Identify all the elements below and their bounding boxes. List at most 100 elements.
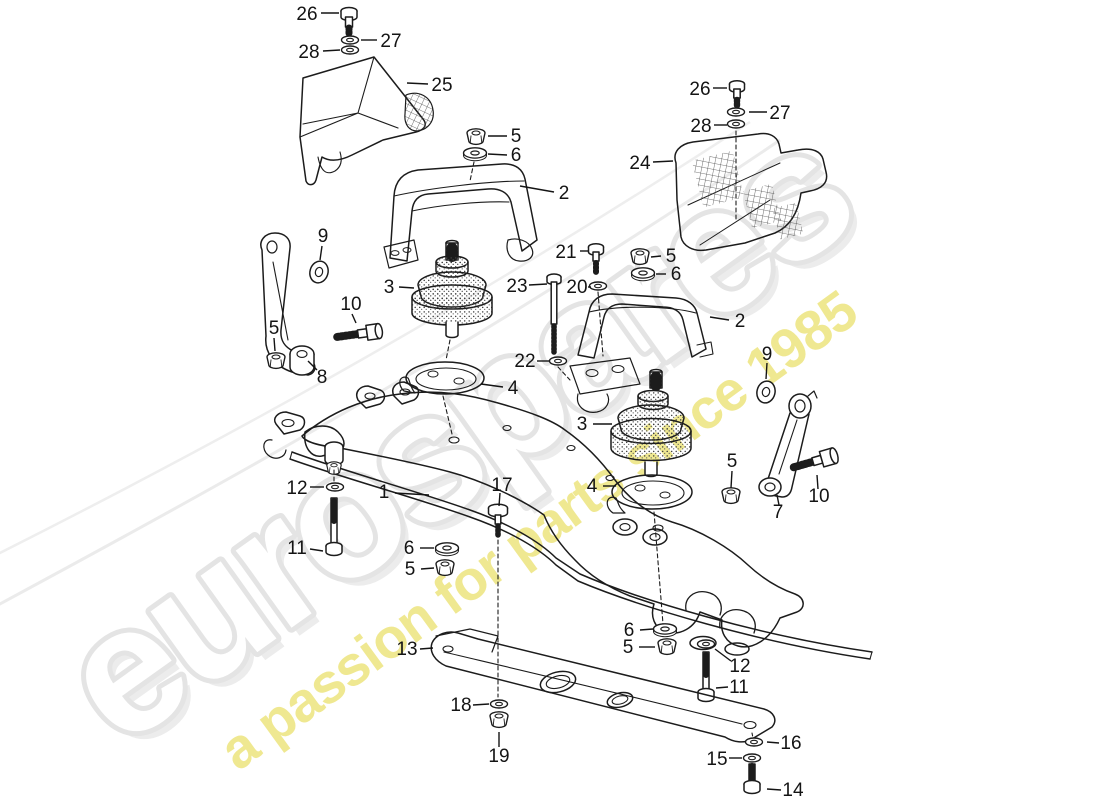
- callout-5f[interactable]: 5: [623, 637, 655, 658]
- callout-26[interactable]: 26: [296, 4, 339, 25]
- callouts: 26 27 28 25 5 6 2 9 10 5 8 3 4 26 27 28 …: [269, 4, 830, 800]
- callout-6b[interactable]: 6: [656, 264, 681, 285]
- callout-4-left[interactable]: 4: [480, 378, 519, 399]
- callout-23[interactable]: 23: [506, 276, 548, 297]
- callout-6a[interactable]: 6: [487, 145, 522, 166]
- callout-5e[interactable]: 5: [405, 559, 435, 580]
- nut-5-right: [657, 638, 677, 656]
- callout-18[interactable]: 18: [450, 695, 490, 716]
- svg-text:5: 5: [727, 451, 738, 472]
- callout-24[interactable]: 24: [629, 153, 674, 174]
- callout-28[interactable]: 28: [298, 42, 341, 63]
- nut-5-arm-left: [266, 352, 286, 370]
- part-torque-arm-right: [758, 390, 818, 498]
- callout-3-right[interactable]: 3: [577, 414, 612, 435]
- callout-13[interactable]: 13: [396, 639, 434, 660]
- svg-text:3: 3: [577, 414, 588, 435]
- bolt-11-left: [325, 497, 343, 557]
- callout-5c[interactable]: 5: [650, 246, 677, 267]
- watermark-swoosh: [0, 120, 751, 555]
- callout-5b[interactable]: 5: [269, 318, 280, 352]
- callout-15[interactable]: 15: [706, 749, 742, 770]
- svg-text:6: 6: [624, 620, 635, 641]
- washer-27-right: [726, 107, 746, 117]
- svg-text:19: 19: [488, 746, 509, 767]
- nut-5-shield: [630, 248, 650, 266]
- callout-5a[interactable]: 5: [488, 126, 521, 147]
- svg-text:16: 16: [780, 733, 801, 754]
- svg-text:2: 2: [559, 183, 570, 204]
- callout-28-right[interactable]: 28: [690, 116, 727, 137]
- washer-6-center: [434, 542, 460, 557]
- washer-12-left: [325, 482, 345, 492]
- callout-22[interactable]: 22: [514, 351, 549, 372]
- svg-text:24: 24: [629, 153, 651, 174]
- svg-text:17: 17: [491, 475, 512, 496]
- callout-9-right[interactable]: 9: [762, 344, 773, 380]
- svg-text:26: 26: [296, 4, 317, 25]
- svg-text:28: 28: [298, 42, 319, 63]
- svg-text:4: 4: [508, 378, 519, 399]
- callout-6d[interactable]: 6: [624, 620, 654, 641]
- svg-text:1: 1: [379, 482, 390, 503]
- callout-6c[interactable]: 6: [404, 538, 434, 559]
- callout-4-right[interactable]: 4: [587, 476, 616, 497]
- washer-6-right: [652, 623, 678, 638]
- callout-12-right[interactable]: 12: [714, 648, 751, 677]
- callout-21[interactable]: 21: [555, 242, 588, 263]
- svg-text:26: 26: [689, 79, 710, 100]
- svg-text:5: 5: [623, 637, 634, 658]
- callout-10-left[interactable]: 10: [340, 294, 362, 324]
- callout-19[interactable]: 19: [488, 732, 510, 767]
- callout-9-left[interactable]: 9: [318, 226, 329, 261]
- callout-11-right[interactable]: 11: [715, 677, 749, 698]
- part-retainer-right: [606, 474, 693, 514]
- washer-20: [588, 281, 608, 291]
- callout-14[interactable]: 14: [766, 780, 804, 800]
- part-heat-shield-left: [299, 56, 434, 186]
- callout-5d[interactable]: 5: [727, 451, 738, 489]
- svg-text:7: 7: [773, 502, 784, 523]
- callout-1[interactable]: 1: [379, 482, 430, 503]
- part-engine-mount-left: [411, 239, 493, 339]
- svg-text:14: 14: [782, 780, 804, 800]
- svg-text:13: 13: [396, 639, 417, 660]
- callout-3-left[interactable]: 3: [384, 277, 415, 298]
- callout-27-right[interactable]: 27: [749, 103, 791, 124]
- svg-text:10: 10: [808, 486, 829, 507]
- svg-text:5: 5: [666, 246, 677, 267]
- part-crossmember: [263, 381, 873, 660]
- callout-12-left[interactable]: 12: [286, 478, 324, 499]
- hatched-patch: [742, 183, 782, 229]
- callout-7[interactable]: 7: [773, 494, 784, 523]
- svg-text:11: 11: [287, 538, 307, 559]
- callout-2-left[interactable]: 2: [519, 183, 570, 204]
- callout-10-right[interactable]: 10: [808, 474, 830, 507]
- bolt-26-left: [340, 6, 358, 38]
- callout-20[interactable]: 20: [566, 277, 591, 298]
- svg-text:3: 3: [384, 277, 395, 298]
- svg-text:8: 8: [317, 367, 328, 388]
- svg-text:18: 18: [450, 695, 471, 716]
- hatched-flap: [404, 92, 434, 132]
- callout-16[interactable]: 16: [766, 733, 802, 754]
- svg-text:20: 20: [566, 277, 587, 298]
- nut-5-top: [466, 128, 486, 146]
- callout-25[interactable]: 25: [406, 75, 453, 96]
- callout-2-right[interactable]: 2: [709, 311, 745, 332]
- washer-16: [744, 737, 764, 747]
- part-heat-shield-right: [674, 132, 828, 252]
- callout-11-left[interactable]: 11: [287, 538, 324, 559]
- callout-8[interactable]: 8: [307, 360, 328, 388]
- callout-17[interactable]: 17: [491, 475, 513, 507]
- callout-26-right[interactable]: 26: [689, 79, 727, 100]
- washer-22: [548, 356, 568, 366]
- callout-27[interactable]: 27: [361, 31, 402, 52]
- part-retainer-left: [399, 361, 485, 395]
- part-brace: [430, 628, 776, 743]
- svg-text:6: 6: [404, 538, 415, 559]
- svg-text:6: 6: [511, 145, 522, 166]
- bolt-23: [546, 273, 562, 355]
